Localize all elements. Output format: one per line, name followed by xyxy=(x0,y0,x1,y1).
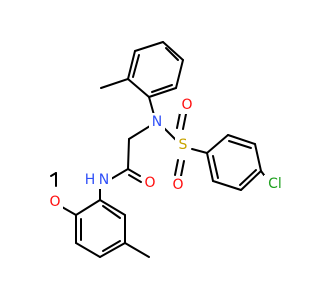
bond xyxy=(102,240,121,252)
label-background xyxy=(96,171,112,189)
bond xyxy=(127,168,141,177)
label-background xyxy=(149,113,165,131)
atom-label-oxygen-amide: O xyxy=(144,175,155,191)
bond xyxy=(110,168,129,180)
label-background xyxy=(264,175,286,193)
bond xyxy=(132,54,140,78)
label-background xyxy=(47,193,63,211)
bond xyxy=(127,78,150,98)
bond xyxy=(260,170,265,176)
molecule-structure-diagram: N S O O Cl O N H O xyxy=(47,41,286,258)
atom-label-oxygen-sulfonyl-bottom: O xyxy=(172,177,183,193)
atom-label-sulfur: S xyxy=(179,137,188,153)
bond xyxy=(99,199,126,216)
bond xyxy=(99,242,126,258)
bond xyxy=(206,152,214,182)
bond-layer xyxy=(50,41,265,258)
label-background xyxy=(175,136,191,154)
bond xyxy=(227,134,256,145)
atom-label-nitrogen-amide: N xyxy=(99,172,109,188)
atom-label-oxygen-sulfonyl-top: O xyxy=(181,97,192,113)
bond xyxy=(148,96,155,116)
bond xyxy=(228,140,252,149)
bond xyxy=(102,205,121,219)
label-background xyxy=(83,171,97,189)
label-background xyxy=(170,176,186,194)
bond xyxy=(175,59,184,89)
label-background xyxy=(142,174,158,192)
bond xyxy=(212,180,242,191)
bond xyxy=(61,206,77,216)
bond xyxy=(148,87,177,98)
bond xyxy=(182,113,187,130)
atom-label-hydrogen-amide: H xyxy=(85,172,96,188)
bond xyxy=(239,169,257,186)
bond xyxy=(128,125,151,140)
bond xyxy=(128,174,142,183)
bond xyxy=(165,47,179,61)
atom-label-oxygen-methoxy: O xyxy=(49,194,60,210)
bond xyxy=(151,84,173,93)
atom-label-chlorine: Cl xyxy=(268,176,282,192)
bond xyxy=(134,41,164,52)
bond xyxy=(127,50,136,80)
bond xyxy=(75,242,101,258)
bond xyxy=(180,160,185,177)
bond xyxy=(174,159,179,176)
atom-label-nitrogen-sulfonamide: N xyxy=(152,114,162,130)
bond xyxy=(206,134,229,154)
label-background xyxy=(179,96,195,114)
bond xyxy=(240,170,262,191)
bond xyxy=(191,148,208,154)
atom-label-layer: N S O O Cl O N H O xyxy=(47,96,286,211)
bond xyxy=(124,242,150,258)
bond xyxy=(100,78,129,89)
bond xyxy=(75,199,101,216)
bond xyxy=(162,126,177,141)
bond xyxy=(212,155,219,179)
bond xyxy=(176,112,181,129)
bond xyxy=(127,138,130,170)
bond xyxy=(162,41,184,61)
bond xyxy=(254,143,262,172)
